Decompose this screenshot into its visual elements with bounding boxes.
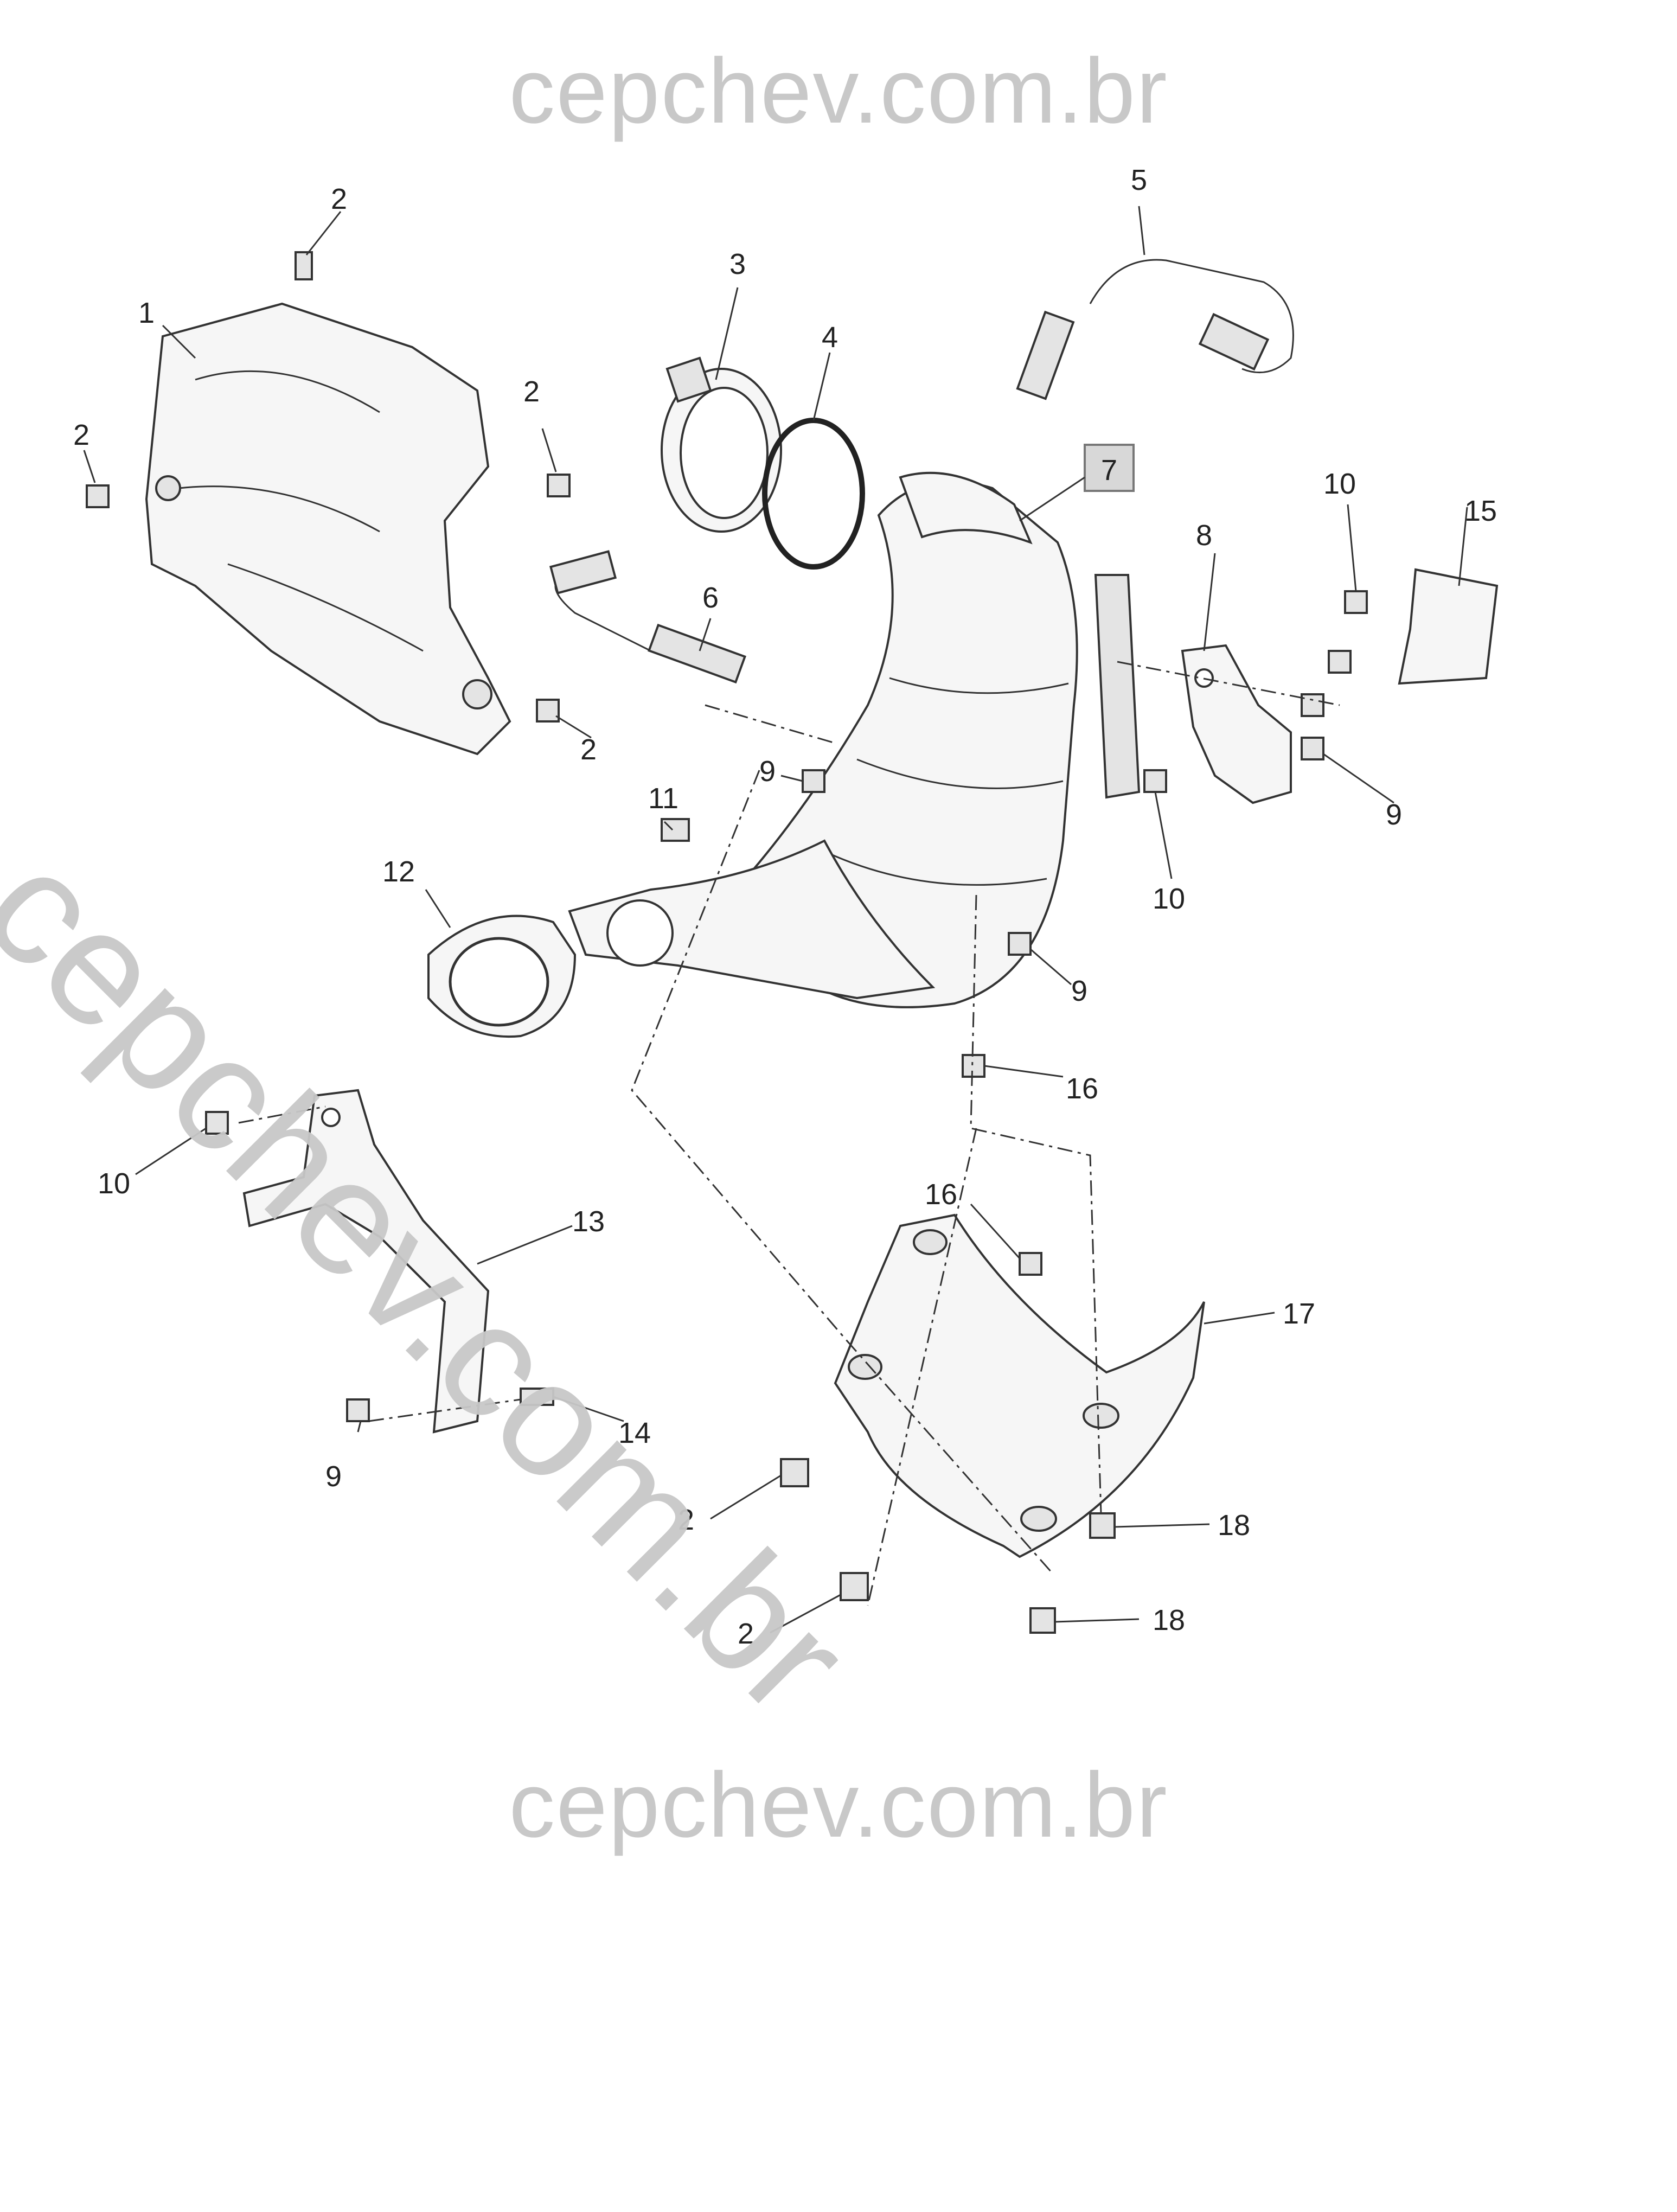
watermark-bottom: cepchev.com.br bbox=[509, 1754, 1168, 1857]
callout-10: 10 bbox=[1323, 468, 1356, 500]
callout-12: 12 bbox=[382, 855, 415, 888]
fasteners bbox=[86, 251, 1368, 1634]
callout-5: 5 bbox=[1131, 164, 1147, 196]
callout-15: 15 bbox=[1464, 495, 1497, 527]
assembly-center-lines bbox=[238, 661, 1340, 1606]
callout-2: 2 bbox=[73, 419, 89, 451]
callout-18: 18 bbox=[1153, 1604, 1185, 1636]
callout-10: 10 bbox=[98, 1167, 130, 1200]
callout-8: 8 bbox=[1196, 519, 1212, 552]
callout-11: 11 bbox=[648, 782, 679, 815]
callout-1: 1 bbox=[138, 297, 155, 329]
clamp bbox=[661, 356, 782, 533]
callout-3: 3 bbox=[729, 248, 746, 280]
mounting-bracket bbox=[1181, 644, 1292, 804]
leader-lines bbox=[83, 206, 1468, 1634]
callout-7: 7 bbox=[1101, 454, 1117, 487]
callout-2: 2 bbox=[678, 1504, 694, 1536]
callout-9: 9 bbox=[759, 755, 776, 788]
long-support-bracket bbox=[242, 1089, 490, 1434]
callout-9: 9 bbox=[1386, 798, 1402, 831]
callout-labels: 1 2 2 2 2 2 2 3 4 5 6 7 8 9 9 9 9 10 10 … bbox=[73, 164, 1497, 1650]
callout-17: 17 bbox=[1283, 1297, 1315, 1330]
exploded-parts-diagram: 1 2 2 2 2 2 2 3 4 5 6 7 8 9 9 9 9 10 10 … bbox=[73, 164, 1499, 1650]
gasket-ring bbox=[762, 418, 865, 570]
callout-2: 2 bbox=[331, 183, 347, 215]
lower-heat-shield bbox=[834, 1213, 1205, 1558]
callout-13: 13 bbox=[572, 1205, 605, 1238]
upper-heat-shield bbox=[145, 302, 511, 756]
callout-14: 14 bbox=[618, 1417, 651, 1449]
callout-16: 16 bbox=[1066, 1072, 1098, 1105]
callout-2: 2 bbox=[580, 733, 597, 766]
catalytic-converter bbox=[568, 471, 1141, 1008]
callout-2: 2 bbox=[523, 375, 540, 408]
callout-6: 6 bbox=[702, 581, 719, 614]
callout-9: 9 bbox=[325, 1460, 342, 1493]
callout-9: 9 bbox=[1071, 975, 1087, 1007]
callout-2: 2 bbox=[738, 1618, 754, 1650]
small-bracket bbox=[1398, 568, 1499, 685]
part-7-label-box bbox=[1084, 444, 1135, 492]
upper-oxygen-sensor bbox=[1016, 259, 1294, 400]
watermark-top: cepchev.com.br bbox=[509, 40, 1168, 143]
callout-16: 16 bbox=[925, 1178, 957, 1211]
lower-oxygen-sensor bbox=[549, 550, 746, 684]
callout-4: 4 bbox=[822, 321, 838, 354]
flange-gasket bbox=[427, 915, 577, 1038]
callout-10: 10 bbox=[1153, 883, 1185, 915]
callout-18: 18 bbox=[1218, 1509, 1250, 1542]
